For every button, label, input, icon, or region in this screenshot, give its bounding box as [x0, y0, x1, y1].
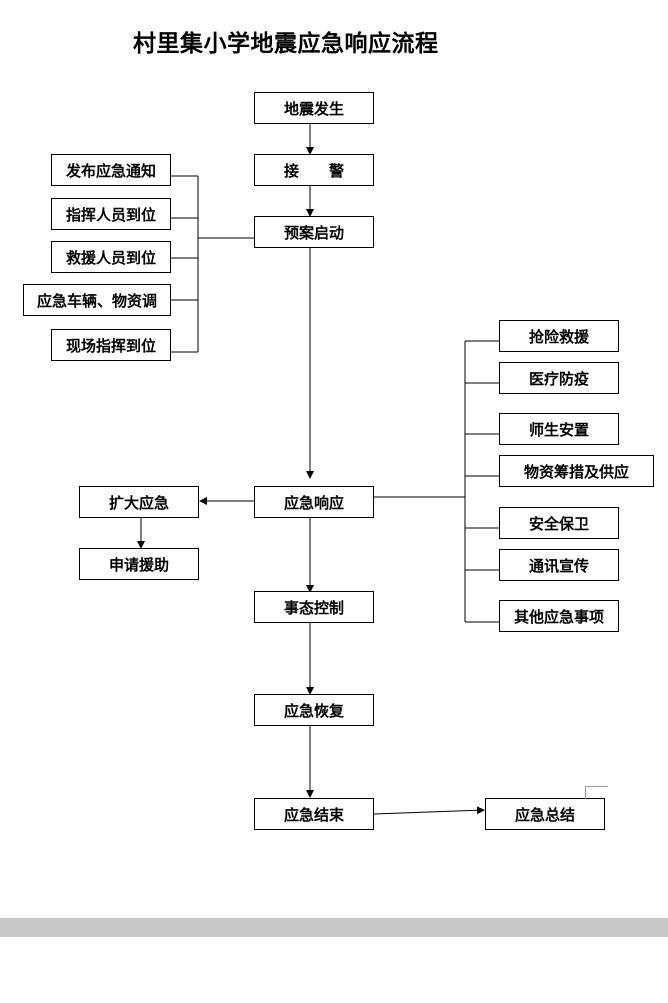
arrow-end-summary — [373, 806, 485, 815]
node-end: 应急结束 — [254, 798, 374, 830]
node-rescue: 抢险救援 — [499, 320, 619, 352]
node-command-staff: 指挥人员到位 — [51, 198, 171, 230]
node-onsite: 现场指挥到位 — [51, 329, 171, 361]
node-supply: 物资筹措及供应 — [499, 455, 654, 487]
node-expand: 扩大应急 — [79, 486, 199, 518]
node-recovery: 应急恢复 — [254, 694, 374, 726]
node-notice: 发布应急通知 — [51, 154, 171, 186]
node-rescue-staff: 救援人员到位 — [51, 241, 171, 273]
node-quake: 地震发生 — [254, 92, 374, 124]
diagram-title: 村里集小学地震应急响应流程 — [133, 30, 439, 57]
node-vehicles: 应急车辆、物资调 — [23, 284, 171, 316]
node-security: 安全保卫 — [499, 507, 619, 539]
node-comms: 通讯宣传 — [499, 549, 619, 581]
node-summary: 应急总结 — [485, 798, 605, 830]
node-other: 其他应急事项 — [499, 600, 619, 632]
node-control: 事态控制 — [254, 591, 374, 623]
node-request-aid: 申请援助 — [79, 548, 199, 580]
footer-bar — [0, 918, 668, 937]
corner-mark — [585, 786, 608, 799]
node-medical: 医疗防疫 — [499, 362, 619, 394]
node-alarm: 接 警 — [254, 154, 374, 186]
node-resettle: 师生安置 — [499, 413, 619, 445]
node-plan: 预案启动 — [254, 216, 374, 248]
node-response: 应急响应 — [254, 486, 374, 518]
